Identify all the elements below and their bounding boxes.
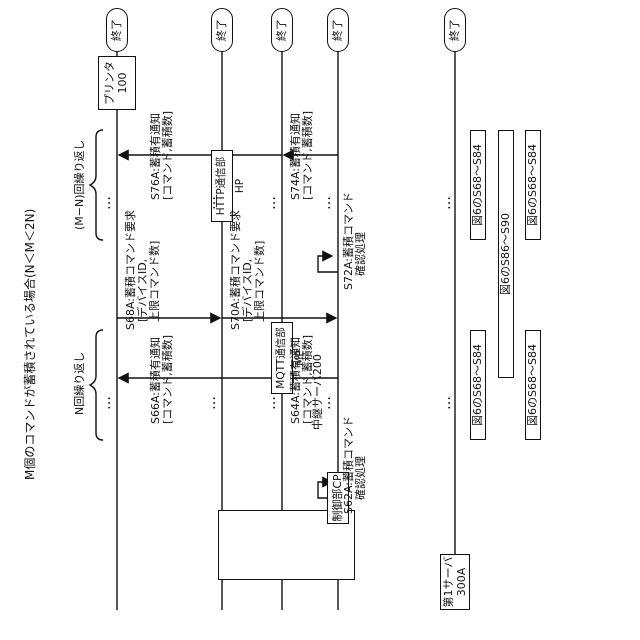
ellipsis-10: …: [100, 196, 112, 210]
end-printer: 終了: [106, 8, 128, 52]
printer-line1: プリンタ: [103, 57, 116, 109]
ref-box-3: 図6のS68〜S84: [470, 130, 486, 240]
s72a-line2: 確認処理: [355, 192, 367, 290]
end-mqtt: 終了: [271, 8, 293, 52]
ref-box-2: 図6のS68〜S84: [525, 330, 541, 440]
s74a-label: S74A:蓄積有通知 [コマンド,蓄積数]: [290, 111, 314, 200]
ellipsis-2: …: [320, 396, 332, 410]
s64a-label: S64A:蓄積有通知 [コマンド,蓄積数]: [290, 335, 314, 424]
s66a-line2: [コマンド,蓄積数]: [162, 335, 174, 424]
ellipsis-5: …: [100, 396, 112, 410]
first-server-line2: 300A: [455, 555, 468, 609]
s72a-label: S72A:蓄積コマンド 確認処理: [343, 192, 367, 290]
printer-box: プリンタ 100: [98, 56, 136, 110]
ref-box-5: 図6のS86〜S90: [498, 130, 514, 378]
s72a-loop: [318, 256, 338, 272]
ref-box-1-label: 図6のS68〜S84: [471, 344, 484, 426]
ellipsis-9: …: [205, 196, 217, 210]
printer-line2: 100: [116, 57, 129, 109]
end-printer-label: 終了: [110, 19, 123, 41]
end-mqtt-label: 終了: [275, 19, 288, 41]
ellipsis-3: …: [265, 396, 277, 410]
ellipsis-6: …: [440, 196, 452, 210]
ellipsis-7: …: [320, 196, 332, 210]
s62a-label: S62A:蓄積コマンド 確認処理: [343, 416, 367, 514]
ref-box-5-label: 図6のS86〜S90: [499, 213, 512, 295]
ellipsis-4: …: [205, 396, 217, 410]
s76a-line2: [コマンド,蓄積数]: [162, 111, 174, 200]
s68a-line3: 上限コマンド数]: [149, 210, 161, 330]
ref-box-2-label: 図6のS68〜S84: [526, 344, 539, 426]
end-first-server-label: 終了: [448, 19, 461, 41]
n-repeat-label: N回繰り返し: [74, 352, 86, 415]
ellipsis-8: …: [265, 196, 277, 210]
s68a-label: S68A:蓄積コマンド要求 [デバイスID, 上限コマンド数]: [125, 210, 161, 330]
first-server-line1: 第1サーバ: [442, 555, 455, 609]
s70a-line3: 上限コマンド数]: [254, 210, 266, 330]
end-control: 終了: [327, 8, 349, 52]
first-server-box: 第1サーバ 300A: [440, 554, 470, 610]
end-http: 終了: [211, 8, 233, 52]
mn-repeat-brace: [90, 130, 103, 240]
s74a-line2: [コマンド,蓄積数]: [302, 111, 314, 200]
ref-box-4-label: 図6のS68〜S84: [526, 144, 539, 226]
end-control-label: 終了: [331, 19, 344, 41]
ref-box-3-label: 図6のS68〜S84: [471, 144, 484, 226]
s76a-label: S76A:蓄積有通知 [コマンド,蓄積数]: [150, 111, 174, 200]
end-first-server: 終了: [444, 8, 466, 52]
diagram-title: M個のコマンドが蓄積されている場合(N＜M＜2N): [24, 209, 36, 480]
s62a-line2: 確認処理: [355, 416, 367, 514]
mn-repeat-label: (M−N)回繰り返し: [74, 139, 86, 230]
s70a-label: S70A:蓄積コマンド要求 [デバイスID, 上限コマンド数]: [230, 210, 266, 330]
ellipsis-1: …: [440, 396, 452, 410]
s66a-label: S66A:蓄積有通知 [コマンド,蓄積数]: [150, 335, 174, 424]
s64a-line2: [コマンド,蓄積数]: [302, 335, 314, 424]
ref-box-4: 図6のS68〜S84: [525, 130, 541, 240]
end-http-label: 終了: [215, 19, 228, 41]
n-repeat-brace: [90, 330, 103, 440]
ref-box-1: 図6のS68〜S84: [470, 330, 486, 440]
